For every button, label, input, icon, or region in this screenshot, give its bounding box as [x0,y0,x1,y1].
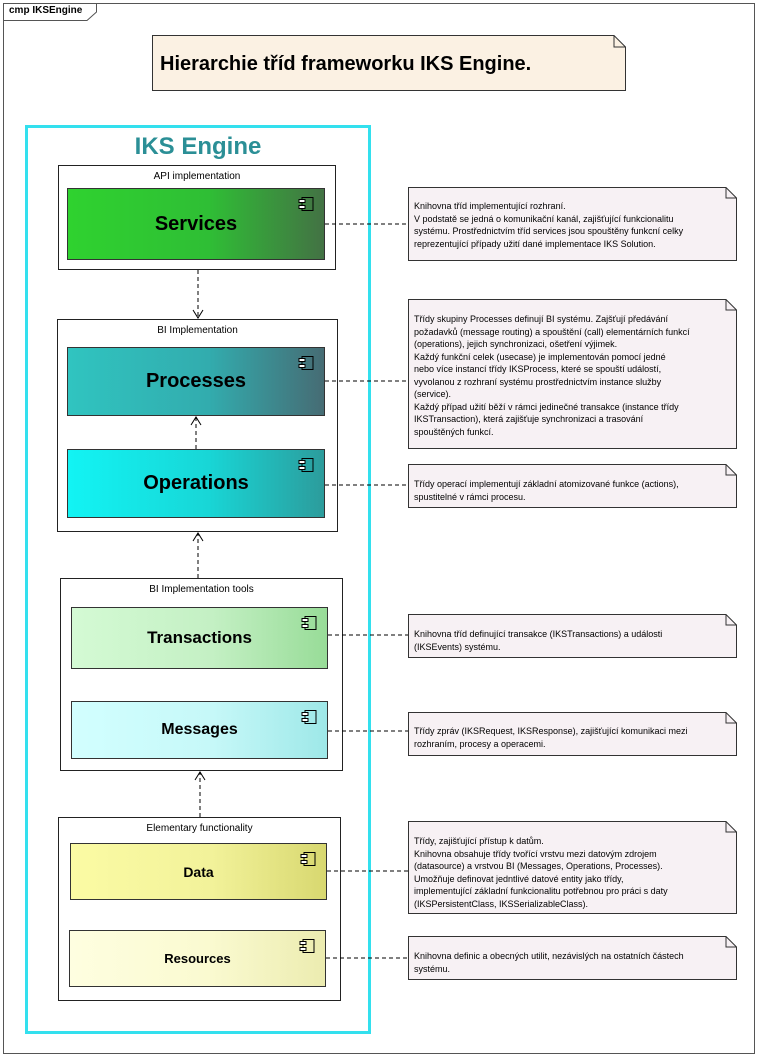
component-data-label: Data [183,863,214,880]
component-icon [301,616,317,630]
component-transactions-label: Transactions [147,628,252,647]
note-transactions-text: Knihovna tříd definující transakce (IKST… [414,629,663,652]
component-messages: Messages [71,701,328,759]
note-messages-shape [408,712,737,756]
note-operations-text: Třídy operací implementují základní atom… [414,479,679,502]
diagram-title: Hierarchie tříd frameworku IKS Engine. [160,53,532,75]
note-data-shape [408,821,737,914]
note-processes-shape [408,299,737,449]
arrowhead-operations-to-processes [190,416,202,426]
component-operations-label: Operations [143,472,249,494]
component-transactions: Transactions [71,607,328,669]
note-services-shape [408,187,737,261]
component-icon [299,939,315,953]
component-operations: Operations [67,449,325,518]
note-data-text: Třídy, zajišťující přístup k datům. Knih… [414,836,668,909]
note-transactions-shape [408,614,737,658]
arrowhead-tools-to-bi [192,532,204,542]
arrowhead-elementary-to-tools [194,771,206,781]
component-data: Data [70,843,327,900]
package-bi-implementation-label: BI Implementation [157,325,238,336]
component-icon [298,197,314,211]
package-api-implementation-label: API implementation [153,171,241,182]
component-resources-label: Resources [164,951,231,966]
note-resources-text: Knihovna definic a obecných utilit, nezá… [414,951,684,974]
component-icon [300,852,316,866]
note-operations-shape [408,464,737,508]
note-resources-shape [408,936,737,980]
title-note [152,35,626,91]
component-services: Services [67,188,325,260]
component-processes-label: Processes [145,370,247,392]
note-messages-text: Třídy zpráv (IKSRequest, IKSResponse), z… [414,726,688,749]
component-icon [301,710,317,724]
component-messages-label: Messages [161,721,238,738]
component-icon [298,458,314,472]
component-icon [298,356,314,370]
component-resources: Resources [69,930,326,987]
package-bi-implementation-tools-label: BI Implementation tools [149,584,254,595]
arrowhead-services-to-bi [192,309,204,319]
diagram-frame [3,3,755,1054]
iks-engine-boundary [25,125,371,1034]
note-processes-text: Třídy skupiny Processes definují BI syst… [414,314,690,437]
component-processes: Processes [67,347,325,416]
component-services-label: Services [154,212,238,235]
frame-label: cmp IKSEngine [9,5,83,16]
iks-engine-title: IKS Engine [134,133,262,160]
note-services-text: Knihovna tříd implementující rozhraní. V… [414,201,684,249]
package-elementary-functionality-label: Elementary functionality [146,823,253,834]
frame-tab [3,3,97,21]
